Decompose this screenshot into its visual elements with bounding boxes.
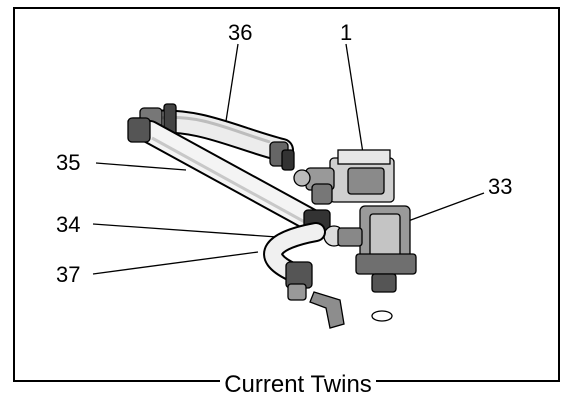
hose-35 (127, 117, 330, 236)
callout-35: 35 (56, 150, 80, 175)
elbow-fitting (285, 261, 345, 329)
solenoid-valve-33 (355, 205, 417, 322)
diagram-frame (13, 7, 560, 382)
valve-assembly-1 (293, 149, 395, 205)
callout-labels: 36 1 35 33 34 37 (56, 20, 512, 287)
leader-lines (92, 43, 485, 275)
diagram-caption: Current Twins (224, 371, 372, 398)
callout-34: 34 (56, 212, 80, 237)
callout-1: 1 (340, 20, 352, 45)
callout-33: 33 (488, 174, 512, 199)
hose-37 (263, 222, 326, 282)
callout-36: 36 (228, 20, 252, 45)
callout-37: 37 (56, 262, 80, 287)
